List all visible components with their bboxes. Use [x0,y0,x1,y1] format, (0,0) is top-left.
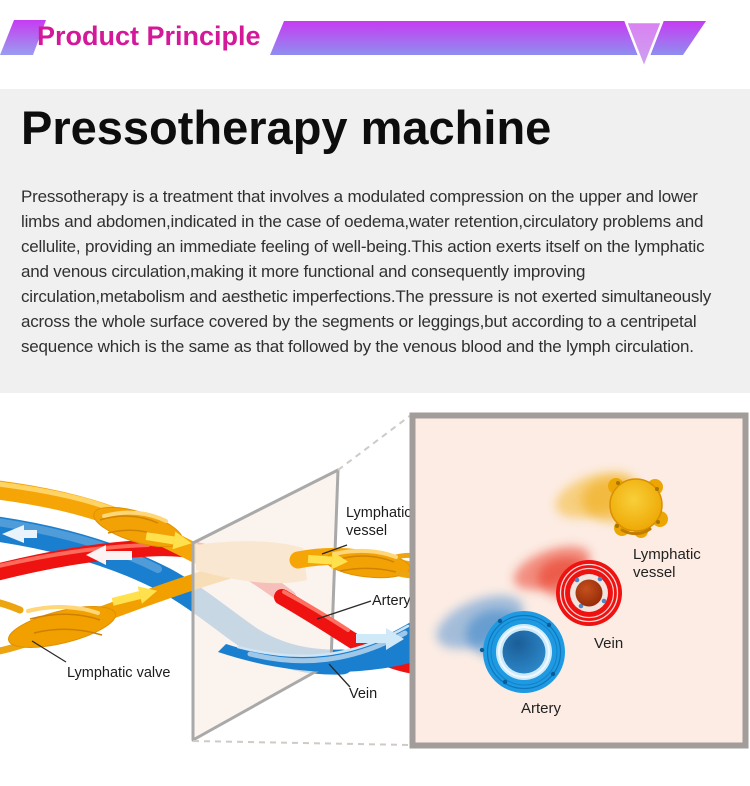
header-triangle-icon [624,20,664,71]
inset-label-lymphatic-line1: Lymphatic [633,546,701,563]
inset-vein-cross-section [513,546,622,626]
callout-lines [31,544,372,688]
description-paragraph: Pressotherapy is a treatment that involv… [21,187,712,356]
inset-label-vein: Vein [594,635,623,652]
label-lymphatic-vessel-line1: Lymphatic [346,505,412,521]
inset-label-artery: Artery [521,700,562,717]
section-title: Product Principle [37,21,261,51]
vein-front-segment [218,620,414,673]
label-lymphatic-valve: Lymphatic valve [67,665,170,681]
cross-section-panel: Lymphatic vessel Vein Artery [409,412,749,749]
label-lymphatic-vessel-line2: vessel [346,523,387,539]
vein-left-arrow-icon [2,525,37,543]
lymph-flow-arrow2-icon [111,586,158,606]
label-artery: Artery [372,593,411,609]
page-title: Pressotherapy machine [21,101,552,154]
label-vein: Vein [349,686,377,702]
inset-label-lymphatic-line2: vessel [633,564,676,581]
lymphatic-vessel-front-segment [289,548,423,579]
header-band: Product Principle [0,0,750,89]
inset-artery-cross-section [436,595,565,693]
description-section: Pressotherapy machine Pressotherapy is a… [0,89,750,393]
lymph-flow-arrow3-icon [307,551,348,570]
artery-flow-arrow-icon [86,545,132,565]
lymph-flow-arrow-icon [145,531,192,550]
inset-lymphatic-cross-section [555,471,668,538]
zoom-projection-lines [192,414,412,746]
vessel-diagram: Lymphatic vessel Artery Vein Lymphatic v… [0,412,749,749]
vein-flow-arrow-icon [356,628,404,650]
section-plane [191,468,340,742]
